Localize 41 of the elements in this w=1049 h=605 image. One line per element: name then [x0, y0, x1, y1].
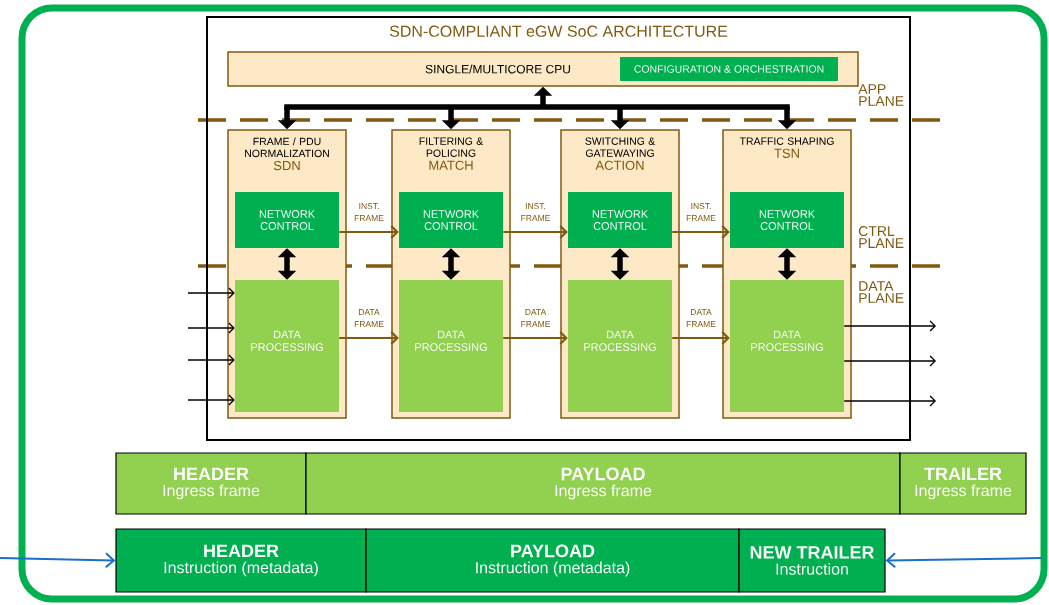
instruction-field: HEADER Instruction (metadata): [115, 528, 367, 593]
network-control-box: NETWORK CONTROL: [730, 192, 844, 248]
edge-label: INST. FRAME: [686, 203, 716, 221]
arrow: [503, 225, 568, 239]
ingress-frame-field: TRAILER Ingress frame: [899, 452, 1027, 515]
arrow: [885, 552, 1042, 569]
arrow: [339, 331, 399, 345]
arrow: [339, 225, 399, 239]
network-control-box: NETWORK CONTROL: [568, 192, 672, 248]
edge-label: INST. FRAME: [521, 203, 550, 221]
arrow: [187, 322, 235, 334]
data-processing-box: DATA PROCESSING: [235, 280, 339, 412]
double-arrow: [277, 248, 297, 280]
edge-label: DATA FRAME: [686, 309, 716, 327]
network-control-box: NETWORK CONTROL: [235, 192, 339, 248]
arrow: [672, 225, 730, 239]
plane-label: APP PLANE: [858, 84, 904, 106]
plane-label: DATA PLANE: [859, 281, 904, 303]
arrow: [672, 331, 730, 345]
plane-label: CTRL PLANE: [858, 226, 904, 248]
configuration-box: CONFIGURATION & ORCHESTRATION: [620, 57, 838, 81]
data-processing-box: DATA PROCESSING: [399, 280, 503, 412]
arrow: [843, 355, 936, 367]
arrow: [187, 354, 235, 366]
data-processing-box: DATA PROCESSING: [730, 280, 844, 412]
edge-label: DATA FRAME: [521, 309, 550, 327]
network-control-box: NETWORK CONTROL: [399, 192, 503, 248]
arrow: [503, 331, 568, 345]
arrow: [187, 287, 235, 299]
double-arrow: [610, 248, 630, 280]
arrow: [843, 395, 936, 407]
data-processing-box: DATA PROCESSING: [568, 280, 672, 412]
double-arrow: [441, 248, 461, 280]
edge-label: DATA FRAME: [354, 309, 384, 327]
arrow: [0, 552, 116, 569]
arrow: [187, 394, 235, 406]
arrow: [843, 320, 936, 332]
double-arrow: [777, 248, 797, 280]
instruction-field: NEW TRAILER Instruction: [738, 528, 886, 593]
edge-label: INST. FRAME: [354, 203, 384, 221]
ingress-frame-field: HEADER Ingress frame: [115, 452, 307, 515]
